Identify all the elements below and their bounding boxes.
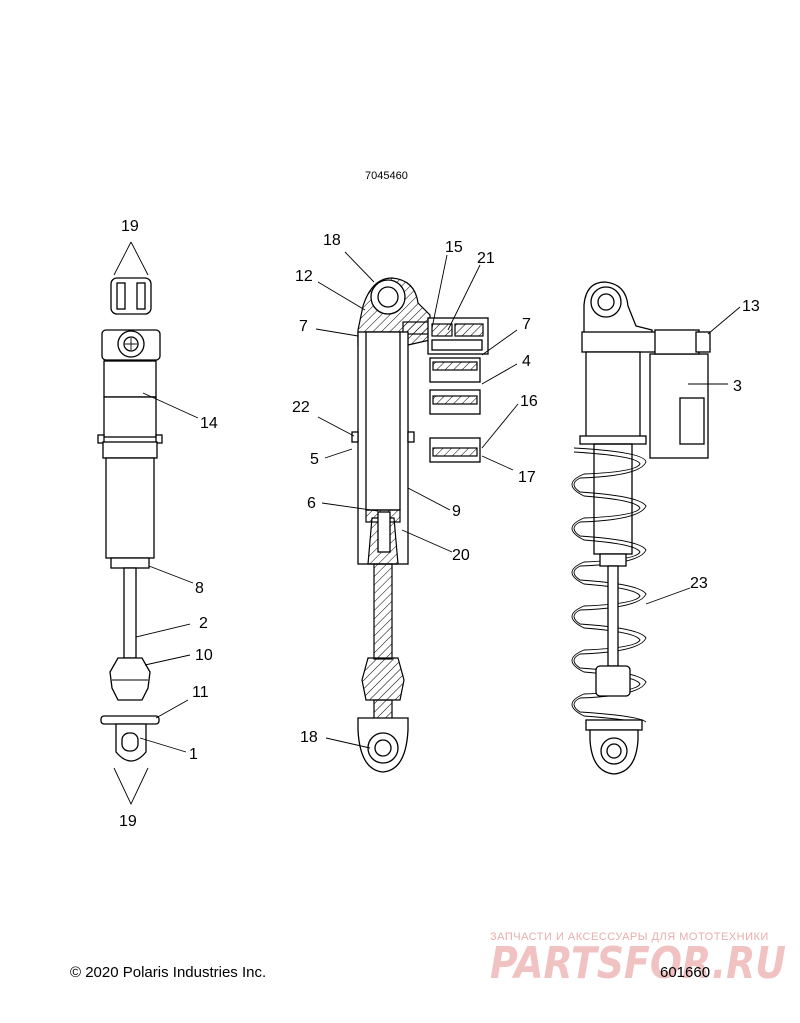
bolt-arrow-top [113,241,149,276]
adjuster-knob [695,331,711,353]
callout-21: 21 [477,250,495,267]
figure-id: 601660 [660,964,710,981]
callout-18-top: 18 [323,232,341,249]
watermark-logo: PARTSFOR.RU [490,938,786,989]
callout-19-bottom: 19 [119,813,137,830]
cylinder-inner [365,331,401,511]
callout-7-left: 7 [299,318,308,335]
body-upper [103,360,157,398]
leader-lines [135,251,741,753]
callout-14: 14 [200,415,218,432]
watermark-tagline: ЗАПЧАСТИ И АКСЕССУАРЫ ДЛЯ МОТОТЕХНИКИ [490,931,769,943]
callout-11: 11 [192,684,209,701]
callout-18-bottom: 18 [300,729,318,746]
callout-12: 12 [295,268,313,285]
cutaway-shaft [373,563,393,660]
body-band [103,396,157,438]
callout-8: 8 [195,580,204,597]
bump-stop [109,657,151,701]
copyright-notice: © 2020 Polaris Industries Inc. [70,964,266,981]
callout-5: 5 [310,451,319,468]
center-shock-cutaway [351,277,489,773]
callout-2: 2 [199,615,208,632]
coil-spring [571,447,647,725]
callout-7-right: 7 [522,316,531,333]
watermark: ЗАПЧАСТИ И АКСЕССУАРЫ ДЛЯ МОТОТЕХНИКИ PA… [490,931,786,989]
left-shock-view [97,241,163,806]
callout-20: 20 [452,547,470,564]
callout-19-top: 19 [121,218,139,235]
callout-16: 16 [520,393,538,410]
body-lower [105,457,155,559]
callout-17: 17 [518,469,536,486]
right-shock-assembled [571,281,711,775]
callout-3: 3 [733,378,742,395]
callout-22: 22 [292,399,310,416]
callout-23: 23 [690,575,708,592]
seal-head [110,557,150,569]
washer [100,715,160,725]
right-body [585,351,641,441]
drawing-number: 7045460 [365,170,408,182]
callout-6: 6 [307,495,316,512]
callout-9: 9 [452,503,461,520]
shaft [123,567,137,659]
callout-1: 1 [189,746,198,763]
callout-4: 4 [522,353,531,370]
callout-10: 10 [195,647,213,664]
bolt-arrow-bottom [113,767,149,806]
callout-13: 13 [742,298,760,315]
callout-15: 15 [445,239,463,256]
